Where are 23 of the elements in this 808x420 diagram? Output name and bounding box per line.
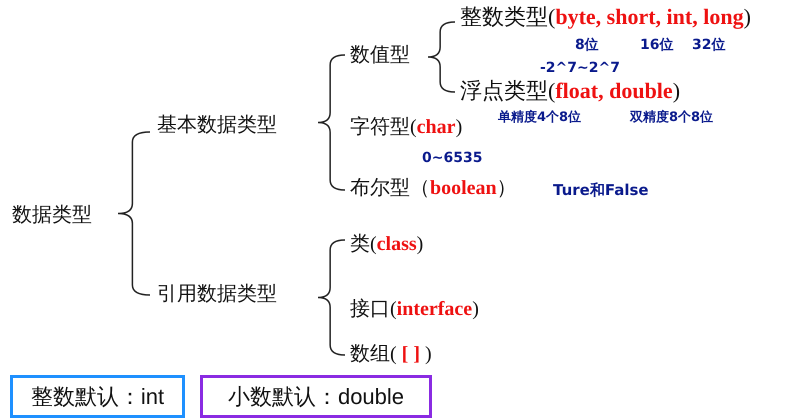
type-label: 浮点类型(float, double) <box>460 78 680 104</box>
note-text: 整数默认：int <box>30 382 164 410</box>
type-label: 数组( [ ] ) <box>350 342 432 366</box>
type-label: 数值型 <box>350 43 410 67</box>
annotation-text: 8位 <box>575 37 599 54</box>
type-label: 整数类型(byte, short, int, long) <box>460 4 751 30</box>
type-label: 布尔型（boolean） <box>350 176 517 200</box>
annotation-text: 16位 <box>640 37 674 54</box>
type-label: 基本数据类型 <box>157 113 277 137</box>
annotation-text: 双精度8个8位 <box>630 110 714 126</box>
type-label: 数据类型 <box>12 203 92 227</box>
note-box <box>200 375 432 418</box>
annotation-text: -2^7~2^7 <box>540 60 620 77</box>
annotation-text: 0~6535 <box>422 150 482 167</box>
type-label: 引用数据类型 <box>157 282 277 306</box>
type-label: 接口(interface) <box>350 297 479 321</box>
note-box <box>10 375 185 418</box>
annotation-text: 单精度4个8位 <box>498 110 582 126</box>
annotation-text: Ture和False <box>553 181 649 199</box>
note-text: 小数默认：double <box>228 382 404 410</box>
type-label: 字符型(char) <box>350 115 462 139</box>
type-label: 类(class) <box>350 232 424 256</box>
annotation-text: 32位 <box>692 37 726 54</box>
